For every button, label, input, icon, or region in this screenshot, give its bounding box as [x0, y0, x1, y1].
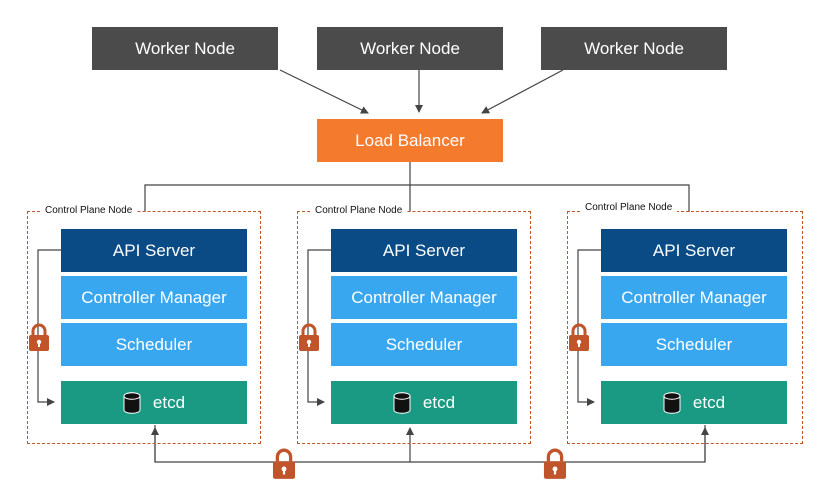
- controller-manager-1: Controller Manager: [61, 276, 247, 319]
- worker-node-2: Worker Node: [317, 27, 503, 70]
- controller-manager-3: Controller Manager: [601, 276, 787, 319]
- scheduler-2: Scheduler: [331, 323, 517, 366]
- control-plane-node-2: [297, 211, 531, 444]
- etcd-2: etcd: [331, 381, 517, 424]
- api-server-2: API Server: [331, 229, 517, 272]
- database-icon: [393, 391, 411, 414]
- etcd-label-2: etcd: [422, 392, 456, 412]
- lock-icon: [543, 448, 567, 479]
- controller-manager-2: Controller Manager: [331, 276, 517, 319]
- lock-icon: [299, 323, 319, 351]
- worker-node-1: Worker Node: [92, 27, 278, 70]
- database-icon: [663, 391, 681, 414]
- etcd-label-1: etcd: [152, 392, 186, 412]
- database-icon: [123, 391, 141, 414]
- scheduler-3: Scheduler: [601, 323, 787, 366]
- lock-icon: [569, 323, 589, 351]
- etcd-label-3: etcd: [692, 392, 726, 412]
- scheduler-1: Scheduler: [61, 323, 247, 366]
- api-server-3: API Server: [601, 229, 787, 272]
- control-plane-label-2: Control Plane Node: [310, 205, 408, 216]
- worker-node-3: Worker Node: [541, 27, 727, 70]
- lock-icon: [29, 323, 49, 351]
- control-plane-node-3: [567, 211, 803, 444]
- etcd-1: etcd: [61, 381, 247, 424]
- control-plane-label-1: Control Plane Node: [40, 205, 138, 216]
- control-plane-node-1: [27, 211, 261, 444]
- control-plane-label-3: Control Plane Node: [580, 202, 678, 213]
- lock-icon: [272, 448, 296, 479]
- api-server-1: API Server: [61, 229, 247, 272]
- load-balancer: Load Balancer: [317, 119, 503, 162]
- etcd-3: etcd: [601, 381, 787, 424]
